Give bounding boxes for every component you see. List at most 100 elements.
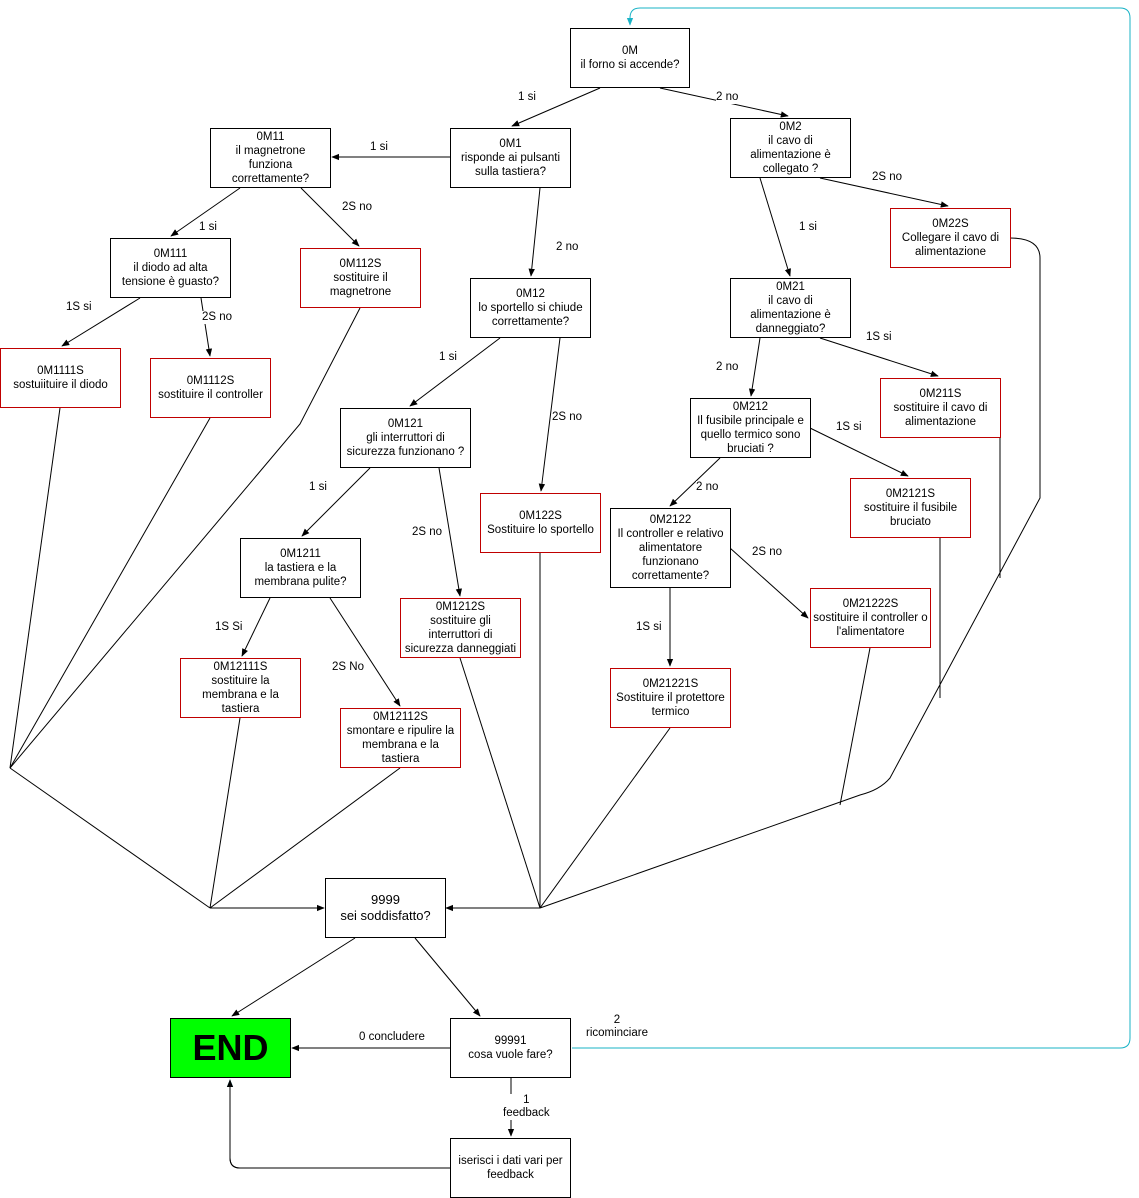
- node-text: il cavo di alimentazione è danneggiato?: [750, 295, 831, 335]
- edge-0M111-0M1111S: [61, 297, 141, 347]
- node-text: il diodo ad alta tensione è guasto?: [121, 262, 220, 288]
- node-0M22S: 0M22S Collegare il cavo di alimentazione: [890, 208, 1011, 268]
- node-0M2121S: 0M2121S sostituire il fusibile bruciato: [850, 478, 971, 538]
- node-text: cosa vuole fare?: [468, 1049, 553, 1061]
- edge-restart: [572, 7, 1131, 1049]
- node-0M2: 0M2 il cavo di alimentazione è collegato…: [730, 118, 851, 178]
- node-text: sostituire gli interruttori di sicurezza…: [404, 615, 517, 655]
- return-0M21222S: [839, 647, 871, 806]
- edge-label: 2 no: [696, 481, 719, 494]
- return-0M12111S: [209, 717, 241, 909]
- node-code: 99991: [494, 1035, 527, 1047]
- node-text: sostituire la membrana e la tastiera: [202, 675, 279, 715]
- edge-label: 1 si: [439, 351, 457, 364]
- node-text: lo sportello si chiude correttamente?: [478, 302, 583, 328]
- node-0M12112S: 0M12112S smontare e ripulire la membrana…: [340, 708, 461, 768]
- node-0M122S: 0M122S Sostituire lo sportello: [480, 493, 601, 553]
- node-code: 0M2122: [649, 514, 692, 526]
- return-0M22S: [539, 237, 1041, 909]
- edge-feedback-end: [226, 1079, 450, 1169]
- node-code: 0M112S: [339, 258, 382, 270]
- node-99991: 99991 cosa vuole fare?: [450, 1018, 571, 1078]
- node-0M11: 0M11 il magnetrone funziona correttament…: [210, 128, 331, 188]
- edge-0M121-0M1211: [301, 467, 371, 537]
- node-text: Sostituire il protettore termico: [616, 692, 725, 718]
- node-code: 0M1211: [280, 548, 321, 560]
- edge-label: 1 si: [370, 141, 388, 154]
- edge-label: 1 si: [799, 221, 817, 234]
- edge-label: 2S No: [332, 661, 364, 674]
- node-code: 0M22S: [932, 218, 969, 230]
- edge-label: 2S no: [202, 311, 233, 324]
- node-text: Il fusibile principale e quello termico …: [697, 415, 804, 455]
- edge-9999-99991: [414, 937, 481, 1017]
- node-code: 0M111: [153, 248, 188, 260]
- node-code: 0M12: [516, 288, 545, 300]
- node-code: 0M1: [499, 138, 522, 150]
- node-0M12: 0M12 lo sportello si chiude correttament…: [470, 278, 591, 338]
- edge-0M11-0M112S: [300, 187, 360, 247]
- node-code: 0M11: [256, 131, 285, 143]
- node-text: gli interruttori di sicurezza funzionano…: [346, 432, 465, 458]
- node-0M212: 0M212 Il fusibile principale e quello te…: [690, 398, 811, 458]
- edge-0M11-0M111: [170, 187, 241, 237]
- node-text: sei soddisfatto?: [340, 908, 431, 923]
- node-code: 0M1112S: [186, 375, 235, 387]
- node-0M1211: 0M1211 la tastiera e la membrana pulite?: [240, 538, 361, 598]
- node-code: 9999: [371, 892, 400, 907]
- node-code: 0M12111S: [213, 661, 268, 673]
- edge-label: 2S no: [752, 546, 783, 559]
- edge-label: 2 no: [556, 241, 579, 254]
- edge-9999-end: [231, 937, 356, 1017]
- node-text: il forno si accende?: [580, 59, 680, 71]
- edge-label: 1S si: [836, 421, 862, 434]
- node-text: sostituire il magnetrone: [329, 272, 392, 298]
- node-code: 0M21: [776, 281, 805, 293]
- return-0M112S: [9, 307, 361, 769]
- node-code: 0M2121S: [885, 488, 936, 500]
- node-0M21: 0M21 il cavo di alimentazione è danneggi…: [730, 278, 851, 338]
- edge-0M-0M1: [511, 87, 601, 127]
- edge-label: 2 ricominciare: [586, 1014, 648, 1039]
- node-code: 0M211S: [919, 388, 962, 400]
- merge-left: [9, 767, 211, 909]
- node-code: 0M2: [779, 121, 802, 133]
- edge-label: 1S Si: [215, 621, 243, 634]
- edge-label: 1S si: [636, 621, 662, 634]
- node-0M1: 0M1 risponde ai pulsanti sulla tastiera?: [450, 128, 571, 188]
- edge-label: 2 no: [716, 91, 739, 104]
- edge-0M212-0M2122: [669, 457, 721, 507]
- edge-label: 2 no: [716, 361, 739, 374]
- node-code: 0M1212S: [435, 601, 486, 613]
- node-text: sostituire il fusibile bruciato: [863, 502, 958, 528]
- return-0M1111S: [9, 407, 61, 769]
- edge-0M1-0M12: [528, 187, 541, 277]
- node-text: sostuiituire il diodo: [13, 379, 108, 391]
- node-text: risponde ai pulsanti sulla tastiera?: [460, 152, 561, 178]
- node-code: 0M12112S: [373, 711, 428, 723]
- edge-0M111-0M1112S: [200, 297, 213, 357]
- node-0M1112S: 0M1112S sostituire il controller: [150, 358, 271, 418]
- return-0M1212S: [459, 657, 541, 909]
- edge-label: 1 feedback: [503, 1094, 550, 1120]
- node-text: smontare e ripulire la membrana e la tas…: [346, 725, 455, 765]
- edge-0M2122-0M21222S: [729, 547, 809, 619]
- return-0M21221S: [539, 727, 671, 909]
- edge-label: 0 concludere: [359, 1031, 425, 1044]
- node-feedback: iserisci i dati vari per feedback: [450, 1138, 571, 1198]
- return-0M1112S: [9, 417, 211, 769]
- edge-0M2-0M21: [759, 177, 791, 277]
- node-0M211S: 0M211S sostituire il cavo di alimentazio…: [880, 378, 1001, 438]
- node-code: 0M21222S: [842, 598, 899, 610]
- node-0M111: 0M111 il diodo ad alta tensione è guasto…: [110, 238, 231, 298]
- node-text: sostituire il controller: [158, 389, 263, 401]
- edge-label: 2S no: [552, 411, 583, 424]
- end-label: END: [192, 1027, 269, 1068]
- edge-0M21-0M211S: [819, 337, 939, 377]
- node-0M1212S: 0M1212S sostituire gli interruttori di s…: [400, 598, 521, 658]
- node-text: Sostituire lo sportello: [487, 524, 594, 536]
- node-0M21221S: 0M21221S Sostituire il protettore termic…: [610, 668, 731, 728]
- node-text: sostituire il controller o l'alimentator…: [813, 612, 928, 638]
- edge-0M1211-0M12112S: [329, 597, 401, 707]
